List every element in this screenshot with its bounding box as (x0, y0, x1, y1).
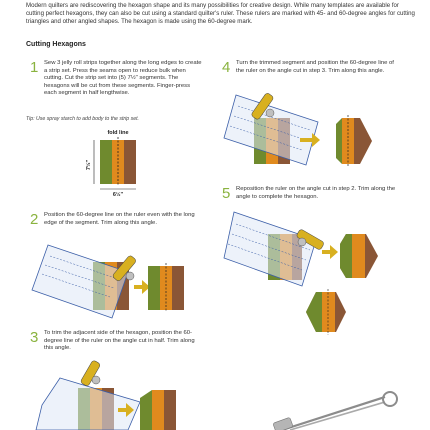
rotary-cutter-icon (80, 360, 100, 386)
step-1-text: Sew 3 jelly roll strips together along t… (44, 60, 202, 96)
strip-orange (152, 390, 164, 430)
finished-hexagon (306, 289, 346, 335)
cutter-blade-icon (297, 237, 307, 247)
step-4-number: 4 (222, 59, 231, 76)
strip-green (100, 140, 112, 184)
cutter-blade-icon (125, 271, 135, 281)
rotary-cutter-icon (296, 229, 324, 250)
ruler-line (231, 233, 307, 261)
height-label: 7½" (85, 159, 92, 170)
ruler-line (44, 264, 115, 289)
ruler (35, 377, 141, 430)
fold-line-label: fold line (107, 130, 128, 136)
ruler (223, 211, 317, 287)
figure-3-second-cut (35, 360, 176, 430)
figure-5-final-cut (223, 211, 378, 335)
figure-4-third-cut (223, 93, 372, 167)
section-heading: Cutting Hexagons (26, 41, 86, 48)
cutter-blade-icon (91, 375, 101, 385)
ruler-line (235, 223, 311, 251)
ruler-line (227, 243, 303, 271)
rotary-cutter-icon (112, 255, 136, 281)
ruler-line (237, 105, 311, 131)
rotary-cutter-icon (251, 93, 274, 120)
hexagon-green (336, 118, 342, 164)
arrow-icon (300, 133, 320, 147)
ruler-line (49, 255, 119, 280)
strip-green (148, 266, 160, 310)
ruler-line (41, 273, 111, 298)
ruler-line (233, 115, 307, 141)
step-3-number: 3 (30, 329, 39, 346)
strip-brown (164, 390, 176, 430)
width-label: 6½" (113, 191, 124, 198)
figure-2-first-cut (31, 244, 184, 319)
ruler (31, 244, 129, 319)
arrow-icon (134, 280, 150, 294)
step-3-text: To trim the adjacent side of the hexagon… (44, 330, 195, 351)
intro-paragraph: Modern quilters are rediscovering the he… (26, 2, 415, 26)
step-5-text: Reposition the ruler on the angle cut in… (236, 186, 396, 200)
arrow-icon (322, 245, 338, 259)
step-1-number: 1 (30, 59, 39, 76)
step-4-text: Turn the trimmed segment and position th… (236, 60, 394, 74)
ruler-line (229, 125, 303, 151)
partial-hexagon (340, 234, 378, 278)
step-5-number: 5 (222, 185, 231, 202)
figure-1-strip-set: fold line 7½" 6½" (85, 130, 136, 198)
arrow-icon (118, 403, 134, 417)
step-2-number: 2 (30, 211, 39, 228)
step-2-text: Position the 60-degree line on the ruler… (44, 212, 195, 226)
safety-pin-icon (273, 391, 398, 430)
tip-text: Tip: Use spray starch to add body to the… (26, 116, 139, 122)
strip-brown (124, 140, 136, 184)
cutter-blade-icon (265, 108, 275, 118)
